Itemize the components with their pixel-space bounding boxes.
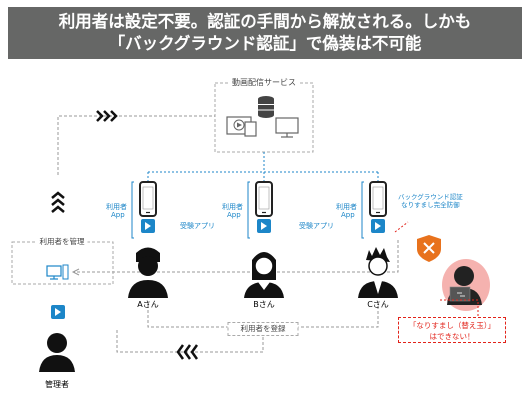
chevron-left-icon: [176, 344, 199, 360]
receiving-app-label: 受験アプリ: [180, 222, 215, 230]
app-icon: [141, 219, 155, 233]
receiving-app-label: 受験アプリ: [299, 222, 334, 230]
service-box-label: 動画配信サービス: [229, 78, 299, 88]
database-icon: [258, 96, 274, 118]
smartphone-icon: [369, 181, 387, 217]
chevron-up-icon: [51, 191, 65, 213]
monitor-icon: [46, 264, 69, 280]
app-icon: [371, 219, 385, 233]
impersonation-warning: 「なりすまし（替え玉）」 はできない！: [398, 317, 506, 343]
flow-lines: [57, 115, 399, 353]
person-c-icon: [358, 247, 398, 298]
video-player-icon: [226, 116, 257, 137]
smartphone-icon: [255, 181, 273, 217]
user-a-label: Aさん: [137, 300, 159, 309]
phone-group-bracket: [247, 181, 250, 239]
admin-person-icon: [39, 333, 75, 372]
user-c-label: Cさん: [367, 300, 389, 309]
warning-connector: [394, 221, 479, 317]
banner-line-1: 利用者は設定不要。認証の手間から解放される。しかも: [58, 12, 472, 31]
admin-label: 管理者: [45, 380, 69, 389]
banner-line-2: 「バックグラウンド認証」で偽装は不可能: [108, 34, 422, 53]
smartphone-icon: [139, 181, 157, 217]
computer-icon: [275, 117, 299, 138]
admin-manage-label: 利用者を管理: [36, 237, 88, 247]
chevron-right-icon: [96, 110, 118, 122]
shield-x-icon: [417, 235, 441, 262]
register-users-label: 利用者を登録: [227, 322, 299, 336]
impostor-icon: [442, 259, 490, 311]
title-banner: 利用者は設定不要。認証の手間から解放される。しかも 「バックグラウンド認証」で偽…: [8, 7, 522, 59]
phone-group-bracket: [131, 181, 134, 239]
app-icon: [257, 219, 271, 233]
phone-group-bracket: [361, 181, 364, 239]
person-b-icon: [244, 252, 284, 298]
admin-app-icon: [51, 305, 65, 319]
connection-lines: [147, 152, 379, 182]
person-a-icon: [128, 247, 168, 298]
user-b-label: Bさん: [253, 300, 275, 309]
background-auth-note: バックグラウンド認証 なりすまし完全防御: [398, 193, 463, 209]
